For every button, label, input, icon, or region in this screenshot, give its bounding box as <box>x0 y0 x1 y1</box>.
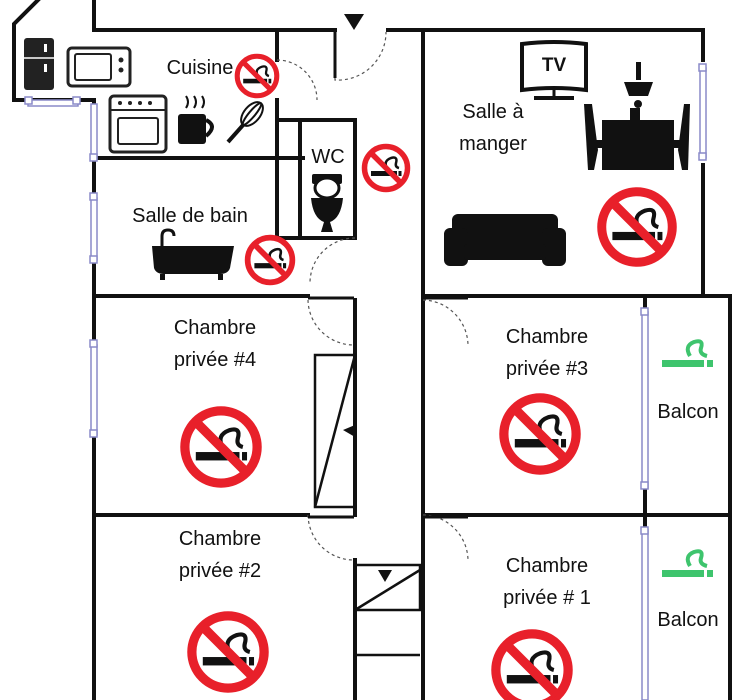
balcony-upper-label: Balcon <box>657 401 719 423</box>
bathtub-icon <box>152 228 234 280</box>
oven-icon <box>108 94 168 154</box>
bedroom1-label: Chambre privée # 1 <box>482 550 612 614</box>
bedroom4-label: Chambre privée #4 <box>150 312 280 376</box>
smoking-area-icon <box>662 339 713 367</box>
bedroom1-label-line1: Chambre <box>505 555 589 577</box>
smoking-area-icon <box>662 549 713 577</box>
mug-icon <box>178 95 214 144</box>
dining-table-icon <box>584 104 690 170</box>
no-smoking-icon <box>499 393 581 475</box>
dining-label-line2: manger <box>459 133 527 155</box>
no-smoking-icon <box>361 143 411 193</box>
balcony-lower-label: Balcon <box>657 609 719 631</box>
bedroom3-label-line2: privée #3 <box>505 358 589 380</box>
window-dining <box>699 67 707 159</box>
window-bedroom4 <box>90 344 98 436</box>
door-arrow-icon <box>344 14 364 30</box>
sofa-icon <box>444 214 566 266</box>
fridge-icon <box>24 38 54 90</box>
bedroom4-label-line2: privée #4 <box>173 349 257 371</box>
no-smoking-icon <box>234 53 280 99</box>
lamp-icon <box>624 62 653 108</box>
window-kitchen-side <box>90 103 98 160</box>
bathroom-label: Salle de bain <box>132 205 248 227</box>
door-kitchen <box>276 59 318 101</box>
dining-label-line1: Salle à <box>462 101 524 123</box>
door-entrance <box>334 30 387 81</box>
no-smoking-icon <box>187 611 269 693</box>
door-bathroom <box>309 237 356 284</box>
kitchen-label: Cuisine <box>166 57 234 79</box>
no-smoking-icon <box>180 406 262 488</box>
bedroom1-label-line2: privée # 1 <box>503 587 591 609</box>
door-bedroom3 <box>422 299 469 346</box>
tv-icon <box>520 40 588 100</box>
stairs-lower <box>354 563 422 657</box>
bedroom2-label-line1: Chambre <box>178 528 262 550</box>
door-bedroom2 <box>307 514 355 561</box>
door-bedroom1 <box>422 514 469 561</box>
whisk-icon <box>226 101 264 144</box>
door-bedroom4 <box>307 299 355 346</box>
toilet-icon <box>311 174 343 232</box>
dining-label: Salle à manger <box>440 96 546 160</box>
no-smoking-icon <box>244 234 296 286</box>
tv-label: TV <box>541 55 567 76</box>
bedroom4-label-line1: Chambre <box>173 317 257 339</box>
bedroom3-label-line1: Chambre <box>505 326 589 348</box>
bedroom3-label: Chambre privée #3 <box>482 321 612 385</box>
bedroom2-label: Chambre privée #2 <box>155 523 285 587</box>
outer-wall-topleft <box>12 0 41 102</box>
no-smoking-icon <box>491 629 573 700</box>
bedroom2-label-line2: privée #2 <box>178 560 262 582</box>
window-kitchen <box>27 99 79 107</box>
no-smoking-icon <box>597 187 677 267</box>
window-bathroom <box>90 197 98 261</box>
microwave-icon <box>66 46 132 88</box>
wc-label: WC <box>311 146 345 168</box>
